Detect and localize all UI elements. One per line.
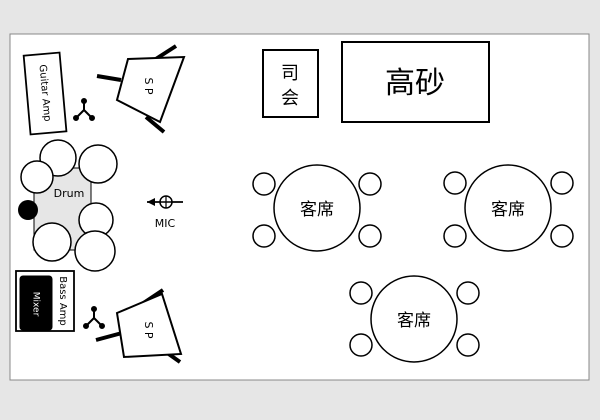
guest-chair xyxy=(550,224,574,248)
drum-piece xyxy=(20,160,54,194)
guest-chair xyxy=(550,171,574,195)
drum-piece xyxy=(78,144,118,184)
guest-chair xyxy=(456,333,480,357)
guest-table-top xyxy=(273,164,361,252)
guest-table-label: 客席 xyxy=(397,311,431,331)
guest-chair xyxy=(456,281,480,305)
guest-chair xyxy=(349,281,373,305)
mic-label: MIC xyxy=(155,217,176,230)
guest-table-label: 客席 xyxy=(300,200,334,220)
speaker-lower-label: S P xyxy=(142,321,155,338)
drum-piece xyxy=(74,230,116,272)
speaker-upper: S P xyxy=(96,44,186,134)
guest-chair xyxy=(252,224,276,248)
speaker-upper-label: S P xyxy=(142,77,155,94)
drum-piece xyxy=(32,222,72,262)
guest-chair xyxy=(252,172,276,196)
mixer-label: Mixer xyxy=(31,292,41,317)
guest-chair xyxy=(443,224,467,248)
guest-table: 客席 xyxy=(349,275,480,363)
mic-stand-icon-lower xyxy=(83,306,105,329)
guitar-amp: Guitar Amp xyxy=(22,51,68,136)
guest-chair xyxy=(358,172,382,196)
guest-table: 客席 xyxy=(252,164,382,252)
mc-label-line2: 会 xyxy=(281,88,299,109)
drum-label: Drum xyxy=(54,187,85,200)
guest-table-top xyxy=(464,164,552,252)
mc-label-line1: 司 xyxy=(281,63,299,84)
guest-table: 客席 xyxy=(443,164,574,252)
head-table: 高砂 xyxy=(341,41,490,123)
guest-table-top xyxy=(370,275,458,363)
head-table-label: 高砂 xyxy=(385,66,445,101)
speaker-lower: S P xyxy=(95,288,183,364)
bass-amp-label: Bass Amp xyxy=(57,276,68,326)
drum-kit: Drum xyxy=(18,139,118,272)
mc-podium: 司 会 xyxy=(262,49,319,118)
mic-stand-icon-upper xyxy=(73,98,95,121)
guest-chair xyxy=(349,333,373,357)
mic-icon xyxy=(147,195,183,209)
guest-chair xyxy=(358,224,382,248)
guest-table-label: 客席 xyxy=(491,200,525,220)
mixer: Mixer xyxy=(19,275,53,331)
guitar-amp-label: Guitar Amp xyxy=(37,64,53,122)
guest-chair xyxy=(443,171,467,195)
drum-stool xyxy=(18,200,38,220)
